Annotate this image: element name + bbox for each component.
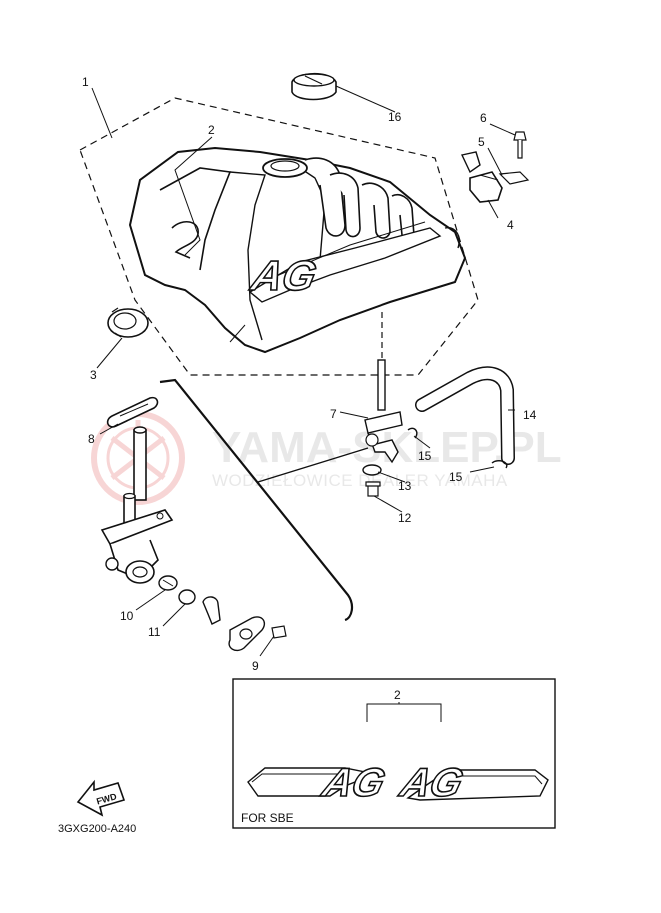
callout-8: 8 (88, 432, 95, 446)
washer-13 (362, 464, 382, 476)
inset-for-sbe: 2 AG AG FOR SBE (232, 678, 556, 829)
fuel-cock-large (100, 426, 174, 584)
callout-13: 13 (398, 479, 412, 493)
fuel-hose (415, 366, 515, 465)
callout-7: 7 (330, 407, 337, 421)
callout-10: 10 (120, 609, 134, 623)
rear-bracket (460, 151, 503, 203)
svg-text:AG: AG (247, 252, 321, 298)
callout-6: 6 (480, 111, 487, 125)
inset-decal-right: AG (394, 759, 549, 806)
gasket-8 (106, 396, 159, 428)
callout-2-inset: 2 (394, 688, 401, 702)
callout-11: 11 (148, 625, 161, 639)
inset-caption: FOR SBE (241, 811, 294, 825)
leader-lines (91, 85, 516, 657)
cover-plate (228, 616, 266, 652)
detail-bracket-line (159, 378, 354, 622)
callout-4: 4 (507, 218, 514, 232)
callout-1: 1 (82, 75, 89, 89)
hose-clip-upper (407, 427, 418, 439)
callouts: 1 2 3 4 5 6 7 8 9 10 11 12 13 14 15 15 1… (82, 75, 537, 673)
screw-12 (365, 481, 381, 497)
o-ring-11 (178, 589, 196, 605)
callout-15-lower: 15 (449, 470, 463, 484)
lever-10 (158, 575, 178, 591)
valve-seal (202, 596, 221, 625)
callout-5: 5 (478, 135, 485, 149)
watermark-subtitle: WODZIEŁOWICE DEALER YAMAHA (212, 471, 508, 490)
callout-14: 14 (523, 408, 537, 422)
assembly-boundary (79, 97, 479, 376)
callout-15-upper: 15 (418, 449, 432, 463)
rubber-damper (107, 307, 149, 338)
inset-decal-left: AG (247, 759, 391, 806)
hose-clip-lower (491, 460, 508, 469)
svg-text:AG: AG (395, 760, 468, 805)
callout-3: 3 (90, 368, 97, 382)
fuel-cap (291, 72, 337, 101)
watermark: YAMA-SKLEP.PL WODZIEŁOWICE DEALER YAMAHA (91, 411, 562, 505)
fwd-arrow-icon: FWD (76, 779, 126, 817)
screw-9 (271, 625, 287, 639)
callout-16: 16 (388, 110, 402, 124)
callout-2: 2 (208, 123, 215, 137)
callout-9: 9 (252, 659, 259, 673)
svg-text:AG: AG (317, 760, 390, 805)
fuel-cock-small (364, 359, 403, 464)
diagram-code: 3GXG200-A240 (58, 823, 136, 835)
bracket-bolt (513, 131, 527, 159)
bracket-collar (498, 171, 530, 185)
tank-decal-ag: AG (246, 252, 321, 300)
fuel-tank: AG (128, 146, 467, 354)
callout-12: 12 (398, 511, 412, 525)
